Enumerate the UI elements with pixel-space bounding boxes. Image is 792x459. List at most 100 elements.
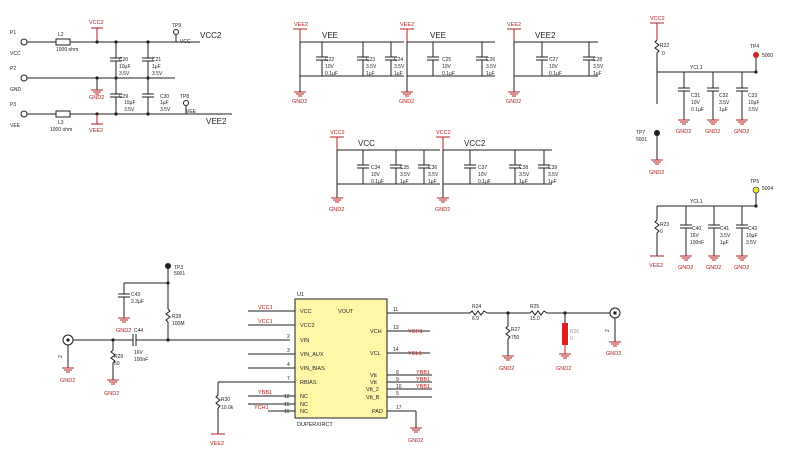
- net-vcc2-e: VCC2: [464, 139, 486, 148]
- capacitor-c42[interactable]: [736, 223, 748, 231]
- c24-ref: C24: [394, 57, 403, 63]
- pin-pad-num: 17: [396, 405, 402, 411]
- rail-gnd-d: GND2: [329, 207, 344, 213]
- rail-vee2-r30: VEE2: [210, 441, 224, 447]
- inductor-l2[interactable]: [55, 38, 71, 46]
- capacitor-c20[interactable]: [110, 42, 122, 78]
- c29-volt: 3.5V: [124, 107, 135, 113]
- pin-vcc-name: VCC: [300, 309, 312, 315]
- c22-ref: C22: [325, 57, 334, 63]
- testpoint-tp3[interactable]: [165, 263, 171, 269]
- rail-gnd-r27: GND2: [499, 366, 514, 372]
- resistor-r29[interactable]: [110, 349, 116, 364]
- capacitor-c24[interactable]: [385, 42, 397, 76]
- r22-val: 0: [662, 51, 665, 57]
- capacitor-c37[interactable]: [464, 150, 476, 184]
- c40-ref: C40: [692, 226, 701, 232]
- capacitor-c35[interactable]: [390, 150, 402, 184]
- c33-ref: C33: [748, 93, 757, 99]
- r28-ref: R28: [172, 314, 181, 320]
- pin-vcl-num: 14: [393, 347, 399, 353]
- vch-supply-section: VCC2 R22 0 YCL1 GND2 GND2 GND2: [650, 16, 756, 135]
- capacitor-c26[interactable]: [476, 42, 488, 76]
- rail-gnd-f3: GND2: [734, 129, 749, 135]
- r23-val: 0: [660, 229, 663, 235]
- c36-val: 1µF: [428, 179, 437, 185]
- port-p3-net: VEE: [10, 123, 21, 129]
- capacitor-c30[interactable]: [142, 78, 154, 114]
- port-p1[interactable]: [20, 38, 28, 46]
- resistor-r28[interactable]: [165, 308, 171, 323]
- c21-val: 1µF: [152, 64, 161, 70]
- inductor-l3-ref: L3: [58, 120, 64, 126]
- port-p3-ref: P3: [10, 102, 16, 108]
- capacitor-c32[interactable]: [707, 86, 719, 94]
- c30-volt: 3.5V: [160, 107, 171, 113]
- testpoint-tp5[interactable]: [752, 186, 760, 194]
- capacitor-c25[interactable]: [427, 42, 439, 76]
- port-p3[interactable]: [20, 110, 28, 118]
- c29-val: 10µF: [124, 100, 136, 106]
- resistor-r22[interactable]: [654, 39, 660, 54]
- ic-u1[interactable]: [294, 298, 388, 419]
- ic-u1-part: DUPERXIRCT: [297, 422, 333, 428]
- testpoint-tp8[interactable]: [183, 100, 189, 106]
- c42-volt: 3.5V: [746, 240, 757, 246]
- capacitor-c28[interactable]: [583, 42, 595, 76]
- r29-ref: R29: [114, 354, 123, 360]
- pin-vcl-name: VCL: [370, 351, 381, 357]
- capacitor-c38[interactable]: [509, 150, 521, 184]
- r30-val: 10.0k: [221, 405, 234, 411]
- r26-ref: R26: [570, 329, 579, 335]
- port-p2[interactable]: [20, 74, 28, 82]
- testpoint-tp9[interactable]: [173, 29, 179, 35]
- pin-rbias-name: RBIAS: [300, 380, 317, 386]
- inductor-l3[interactable]: [55, 110, 71, 118]
- resistor-r23[interactable]: [654, 219, 660, 234]
- rail-vee2-a: VEE2: [294, 22, 308, 28]
- c28-ref: C28: [593, 57, 602, 63]
- c31-val: 0.1µF: [691, 107, 704, 113]
- port-p2-ref: P2: [10, 66, 16, 72]
- resistor-r26[interactable]: [562, 323, 568, 345]
- resistor-r24[interactable]: [469, 310, 488, 316]
- j1-pin: 2: [58, 355, 64, 358]
- rail-vee2-g: VEE2: [649, 263, 663, 269]
- pin-vtt3-name: Vtt_2: [366, 387, 379, 393]
- pin-vch-net: YCH1: [408, 329, 423, 335]
- testpoint-tp5-val: 5004: [762, 186, 773, 192]
- resistor-r25[interactable]: [529, 310, 548, 316]
- testpoint-tp4-val: 5000: [762, 53, 773, 59]
- capacitor-c36[interactable]: [418, 150, 430, 184]
- pin-vinbias-num: 4: [287, 362, 290, 368]
- ic-right-pins: VOUT 11 VCH 13 YCH1 VCL 14 YCL1 Vtt 8 YB…: [338, 307, 432, 444]
- resistor-r27[interactable]: [505, 325, 511, 340]
- r25-ref: R25: [530, 304, 539, 310]
- capacitor-c23[interactable]: [357, 42, 369, 76]
- capacitor-c27[interactable]: [536, 42, 548, 76]
- testpoint-tp7[interactable]: [654, 130, 660, 136]
- capacitor-c41[interactable]: [708, 223, 720, 231]
- c40-volt: 16V: [690, 233, 700, 239]
- capacitor-c33[interactable]: [736, 86, 748, 94]
- capacitor-c44[interactable]: [132, 334, 137, 346]
- rail-gnd-r26: GND2: [556, 366, 571, 372]
- resistor-r30[interactable]: [215, 394, 221, 409]
- decoupling-vee-group-a: VEE2 VEE GND2: [292, 22, 404, 105]
- capacitor-c29[interactable]: [110, 78, 122, 114]
- testpoint-tp4[interactable]: [753, 52, 759, 58]
- capacitor-c31[interactable]: [678, 86, 690, 94]
- capacitor-c34[interactable]: [357, 150, 369, 184]
- capacitor-c39[interactable]: [538, 150, 550, 184]
- net-vee-a: VEE: [322, 31, 338, 40]
- c21-volt: 3.5V: [152, 71, 163, 77]
- capacitor-c40[interactable]: [680, 223, 692, 231]
- pin-nc2-name: NC: [300, 402, 308, 408]
- capacitor-c43[interactable]: [118, 293, 130, 298]
- port-p1-net: VCC: [10, 51, 21, 57]
- capacitor-c21[interactable]: [142, 42, 154, 78]
- capacitor-c22[interactable]: [316, 42, 328, 76]
- testpoint-tp3-ref: TP3: [174, 265, 183, 271]
- ic-u1-ref: U1: [297, 292, 304, 298]
